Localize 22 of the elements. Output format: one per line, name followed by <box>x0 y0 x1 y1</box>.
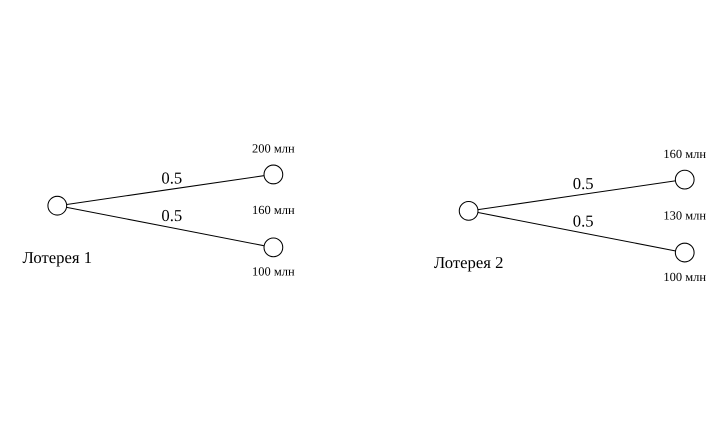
connector <box>477 212 675 252</box>
node-circle <box>674 170 694 190</box>
edge-label: 0.5 <box>572 174 594 193</box>
edge-label: 0.5 <box>572 211 594 230</box>
edge-label: 0.5 <box>160 206 182 226</box>
node-circle <box>262 164 283 184</box>
node-circle <box>46 196 67 216</box>
node-label: 200 млн <box>252 142 294 156</box>
node-circle <box>458 201 478 221</box>
label: Лотерея 2 <box>433 252 503 272</box>
connector <box>478 180 675 210</box>
node-circle <box>262 237 283 258</box>
edge-label: 0.5 <box>160 168 182 188</box>
node-label: 160 млн <box>662 146 706 161</box>
node-label: 100 млн <box>662 270 706 284</box>
label: 130 млн <box>662 208 706 222</box>
node-circle <box>674 242 694 262</box>
connector <box>66 206 264 246</box>
label: 160 млн <box>252 203 294 218</box>
label: Лотерея 1 <box>22 248 92 267</box>
connector <box>66 175 264 205</box>
node-label: 100 млн <box>252 264 294 279</box>
